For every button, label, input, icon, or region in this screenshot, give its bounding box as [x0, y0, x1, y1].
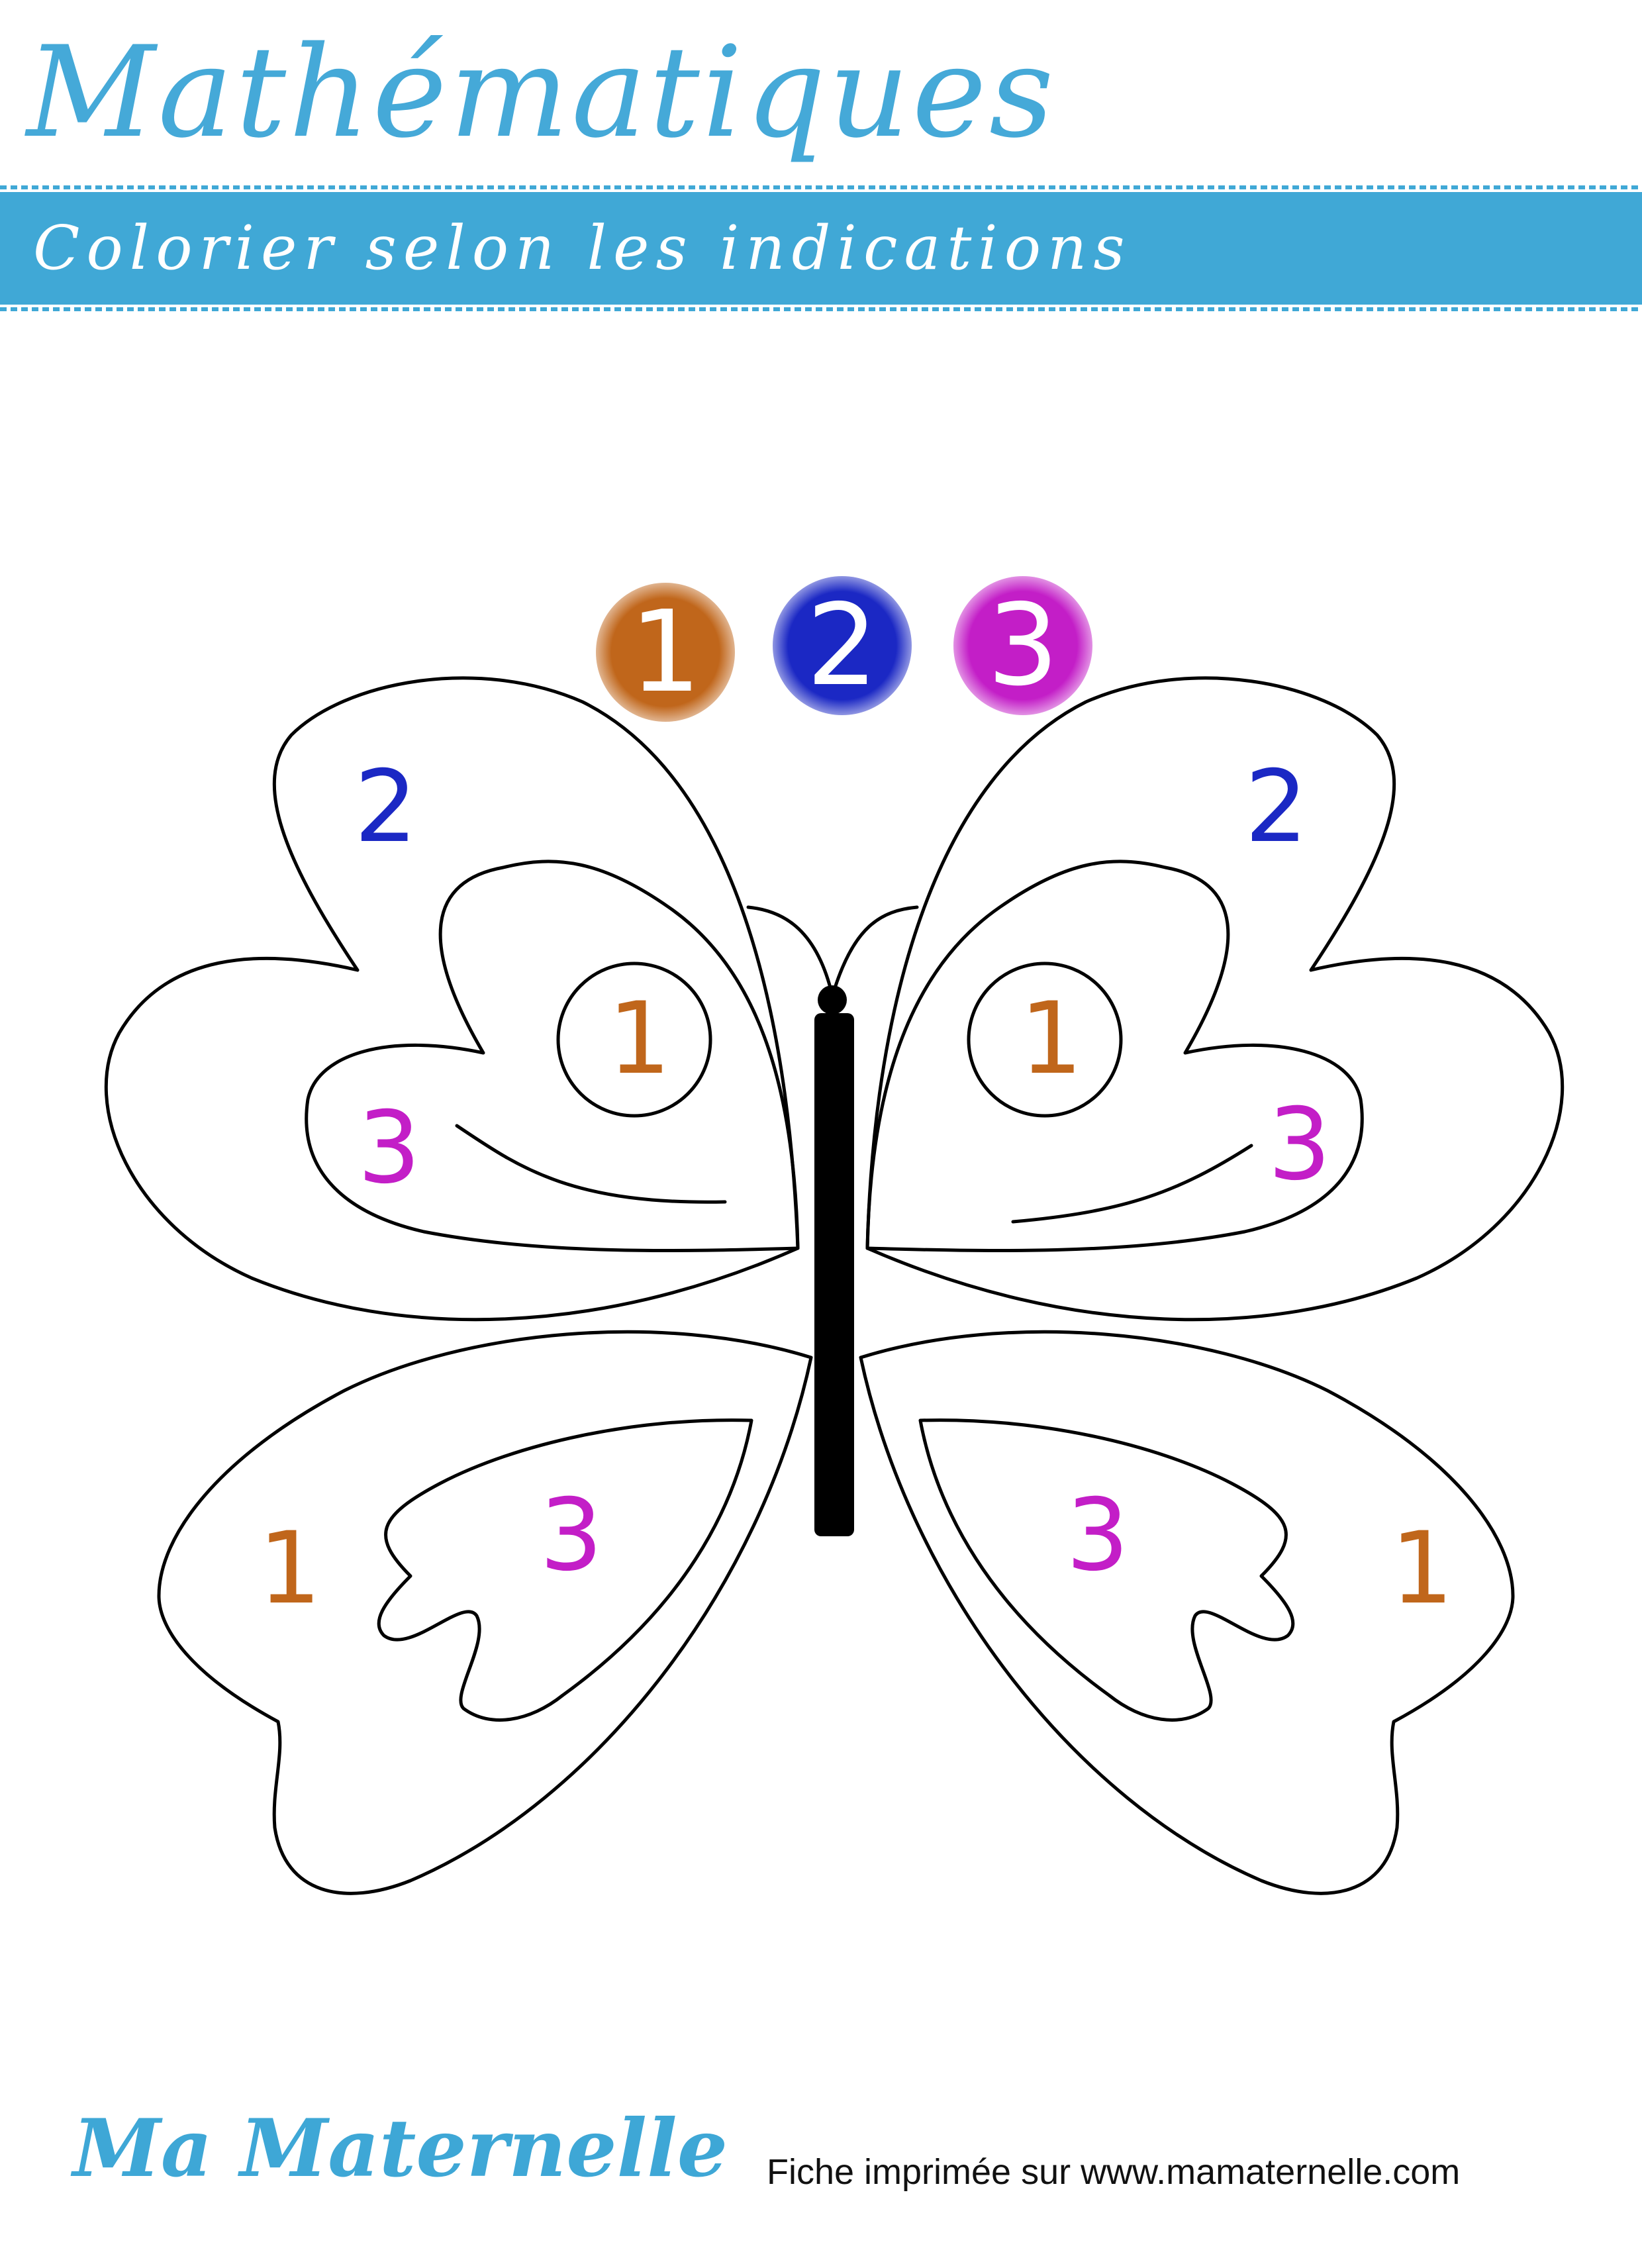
lower-left-inner-wing: [377, 1418, 753, 1722]
number-lower-left-outer: 1: [258, 1511, 321, 1626]
number-upper-right-outer: 2: [1245, 750, 1308, 865]
legend-color-3: 3: [953, 576, 1092, 715]
number-upper-left-inner: 3: [358, 1091, 420, 1206]
upper-left-inner-wing: [305, 860, 800, 1253]
instruction-text: Colorier selon les indications: [33, 213, 1132, 283]
upper-right-wing-outline: [865, 676, 1565, 1322]
left-antenna: [746, 905, 833, 992]
upper-right-inner-wing: [865, 860, 1364, 1253]
legend-color-1: 1: [596, 583, 735, 722]
number-lower-right-inner: 3: [1066, 1478, 1129, 1593]
upper-right-circle: [967, 961, 1123, 1118]
number-upper-left-circle: 1: [608, 981, 671, 1097]
upper-left-circle: [556, 961, 712, 1118]
right-antenna: [832, 905, 919, 992]
page-title: Mathématiques: [26, 19, 1057, 166]
lower-right-wing-outline: [859, 1330, 1515, 1895]
footer-printed-text: Fiche imprimée sur www.mamaternelle.com: [767, 2152, 1461, 2192]
banner-dash-top: [0, 185, 1642, 189]
number-lower-left-inner: 3: [540, 1478, 603, 1593]
number-upper-right-inner: 3: [1268, 1087, 1331, 1203]
lower-right-inner-wing: [918, 1418, 1295, 1722]
legend-color-2: 2: [773, 576, 912, 715]
number-lower-right-outer: 1: [1390, 1511, 1453, 1626]
brand-logo: Ma Maternelle: [73, 2102, 728, 2195]
upper-right-smile: [1011, 1144, 1253, 1224]
lower-left-wing-outline: [157, 1330, 813, 1895]
number-upper-right-circle: 1: [1020, 981, 1083, 1097]
upper-left-smile: [455, 1124, 727, 1204]
banner-dash-bottom: [0, 307, 1642, 311]
butterfly-body: [814, 985, 854, 1536]
upper-left-wing-outline: [104, 676, 800, 1322]
number-upper-left-outer: 2: [354, 750, 417, 865]
instruction-banner: Colorier selon les indications: [0, 185, 1642, 311]
